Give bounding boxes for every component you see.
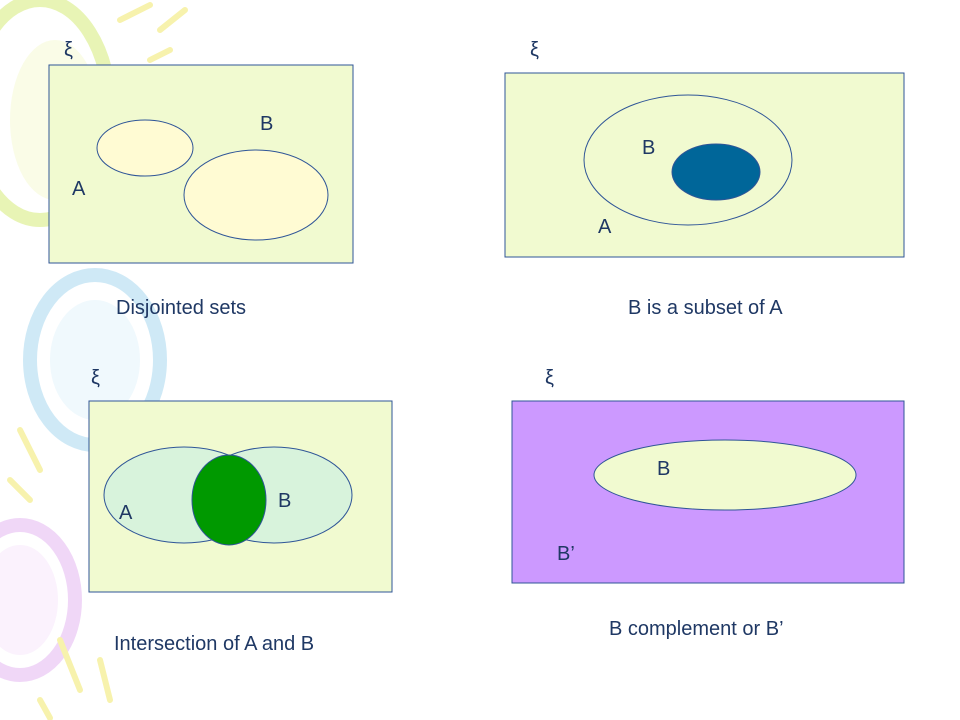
disjoint-label-a: A [72, 178, 86, 200]
subset-label-a: A [598, 216, 612, 238]
intersection-label-b: B [278, 490, 292, 512]
disjoint-set-b [183, 149, 329, 241]
subset-universe-symbol: ξ [530, 39, 539, 61]
disjoint-set-a [96, 119, 194, 177]
intersection-universe-symbol: ξ [91, 367, 100, 389]
complement-universe-symbol: ξ [545, 367, 554, 389]
intersection-caption: Intersection of A and B [114, 633, 315, 655]
subset-label-b: B [642, 137, 656, 159]
intersection-region [191, 454, 267, 546]
disjoint-label-b: B [260, 113, 274, 135]
disjoint-universe-symbol: ξ [64, 39, 73, 61]
complement-label-b-prime: B’ [557, 543, 575, 565]
subset-set-b [671, 143, 761, 201]
complement-caption: B complement or B’ [609, 618, 784, 640]
complement-set-b [593, 439, 857, 511]
subset-caption: B is a subset of A [628, 297, 783, 319]
intersection-label-a: A [119, 502, 133, 524]
complement-label-b: B [657, 458, 671, 480]
disjoint-caption: Disjointed sets [116, 297, 247, 319]
